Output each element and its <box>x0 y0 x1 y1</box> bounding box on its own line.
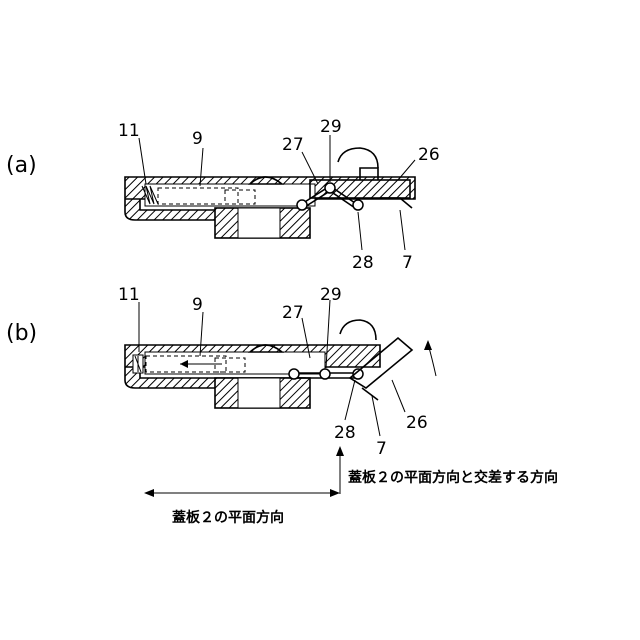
panel-b: (b) <box>6 285 436 459</box>
pin-29-b <box>320 369 330 379</box>
direction-arrows <box>144 446 344 497</box>
housing-a <box>125 177 415 238</box>
part-label-27-a: 27 <box>282 135 304 155</box>
part-label-9-b: 9 <box>192 295 203 315</box>
part-label-11-b: 11 <box>118 285 140 305</box>
housing-b <box>125 345 380 408</box>
caption-horizontal-direction: 蓋板２の平面方向 <box>172 509 284 526</box>
part-label-27-b: 27 <box>282 303 304 323</box>
part-label-26-b: 26 <box>406 413 428 433</box>
part-label-29-b: 29 <box>320 285 342 305</box>
vertical-arrowhead <box>336 446 344 456</box>
panel-a: (a) <box>6 117 440 273</box>
pin-a-left <box>297 200 307 210</box>
part-label-29-a: 29 <box>320 117 342 137</box>
pin-28-a <box>353 200 363 210</box>
caption-vertical-direction: 蓋板２の平面方向と交差する方向 <box>348 469 558 486</box>
part-label-26-a: 26 <box>418 145 440 165</box>
part-label-7-b: 7 <box>376 439 387 459</box>
panel-a-label: (a) <box>6 153 37 178</box>
part-label-7-a: 7 <box>402 253 413 273</box>
spring-11-b <box>133 355 143 373</box>
pin-b-left <box>289 369 299 379</box>
horizontal-arrowhead-right <box>330 489 340 497</box>
hook-b <box>340 320 376 340</box>
part-label-11-a: 11 <box>118 121 140 141</box>
lever-7-b <box>362 388 378 400</box>
part-label-28-a: 28 <box>352 253 374 273</box>
part-label-9-a: 9 <box>192 129 203 149</box>
panel-b-label: (b) <box>6 321 37 346</box>
rotation-arrow <box>424 340 436 376</box>
horizontal-arrowhead-left <box>144 489 154 497</box>
hook-a <box>338 148 378 168</box>
pin-29-a <box>325 183 335 193</box>
part-label-28-b: 28 <box>334 423 356 443</box>
